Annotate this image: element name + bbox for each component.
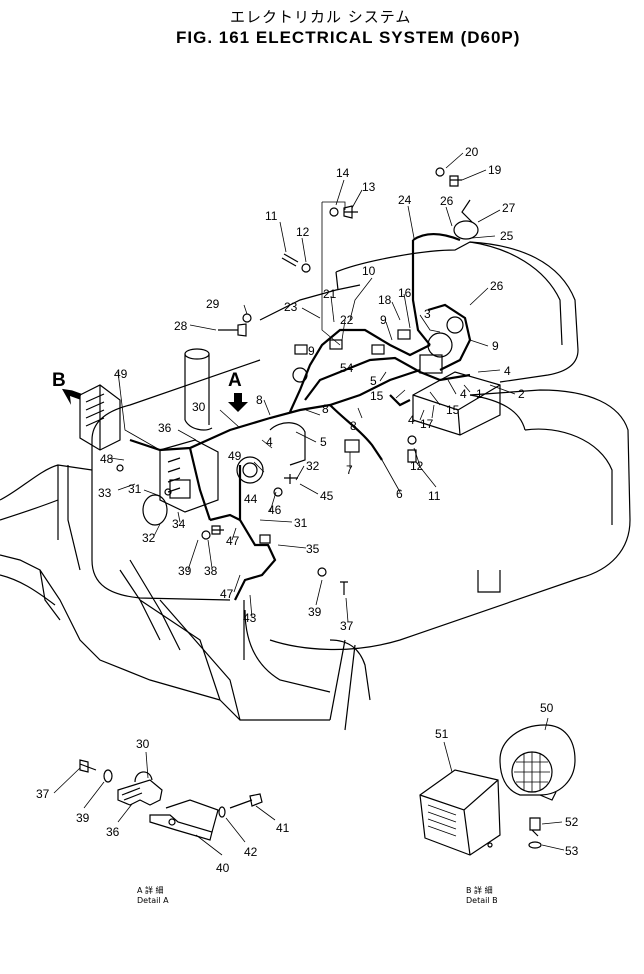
- callout: 22: [340, 313, 354, 327]
- callout: 12: [296, 225, 310, 239]
- callout: 30: [136, 737, 150, 751]
- callout: 9: [380, 313, 387, 327]
- callout: 39: [308, 605, 322, 619]
- callout: 37: [36, 787, 50, 801]
- callout: 31: [128, 482, 142, 496]
- detail-b-caption: Detail B: [466, 896, 498, 905]
- callout: 9: [492, 339, 499, 353]
- callout: 21: [323, 287, 337, 301]
- callout: 6: [396, 487, 403, 501]
- callout: 50: [540, 701, 554, 715]
- callout: 43: [243, 611, 257, 625]
- title-japanese: エレクトリカル システム: [230, 8, 411, 26]
- harness-connectors: [169, 316, 464, 544]
- battery-box: [412, 371, 501, 436]
- callout: 39: [76, 811, 90, 825]
- callout: 32: [306, 459, 320, 473]
- machine-body-outline: [0, 241, 631, 731]
- callout: 37: [340, 619, 354, 633]
- callout: 3: [424, 307, 431, 321]
- callout: 11: [428, 489, 441, 503]
- callout: 9: [308, 344, 315, 358]
- callout: 4: [460, 387, 467, 401]
- wiring-harness: [129, 232, 472, 601]
- callout: 15: [370, 389, 384, 403]
- callout: 38: [204, 564, 218, 578]
- view-label-a: A: [228, 370, 242, 391]
- rear-lamp-assembly: [79, 384, 219, 526]
- callout: 4: [266, 435, 273, 449]
- callout: 31: [294, 516, 308, 530]
- callout: 1: [476, 387, 483, 401]
- detail-a: 37 39 30 36 40 42 41 A 詳 細 Detail A: [36, 737, 290, 905]
- callout: 51: [435, 727, 449, 741]
- callout: 32: [142, 531, 156, 545]
- view-arrow-b: B: [52, 370, 82, 405]
- callout: 2: [518, 387, 525, 401]
- callout: 44: [244, 492, 258, 506]
- callout: 34: [172, 517, 186, 531]
- callout: 41: [276, 821, 290, 835]
- callout: 46: [268, 503, 282, 517]
- callout: 53: [565, 844, 579, 858]
- callout: 10: [362, 264, 376, 278]
- callout: 27: [502, 201, 516, 215]
- figure-title: FIG. 161 ELECTRICAL SYSTEM (D60P): [176, 28, 520, 47]
- callout: 48: [100, 452, 114, 466]
- detail-b-caption-jp: B 詳 細: [466, 885, 493, 895]
- callout: 25: [500, 229, 514, 243]
- callout: 12: [410, 459, 424, 473]
- callout: 11: [265, 209, 278, 223]
- callout: 7: [346, 463, 353, 477]
- callout: 15: [446, 403, 460, 417]
- callout: 14: [336, 166, 350, 180]
- callout-labels-main: 20 19 26 27 24 25 14 13 11 12 10 29 28 2…: [98, 145, 525, 633]
- fasteners: [116, 167, 479, 595]
- view-arrow-a: A: [228, 370, 248, 412]
- callout: 39: [178, 564, 192, 578]
- callout: 42: [244, 845, 258, 859]
- callout: 5: [370, 374, 377, 388]
- detail-a-caption-jp: A 詳 細: [137, 885, 164, 895]
- callout: 4: [504, 364, 511, 378]
- callout: 8: [350, 419, 357, 433]
- callout: 20: [465, 145, 479, 159]
- callout: 24: [398, 193, 412, 207]
- callout: 36: [106, 825, 120, 839]
- callout: 49: [114, 367, 128, 381]
- view-label-b: B: [52, 370, 66, 391]
- callout: 36: [158, 421, 172, 435]
- callout: 28: [174, 319, 188, 333]
- callout: 19: [488, 163, 502, 177]
- callout: 23: [284, 300, 298, 314]
- callout: 4: [408, 413, 415, 427]
- detail-a-caption: Detail A: [137, 896, 169, 905]
- callout: 5: [320, 435, 327, 449]
- callout: 30: [192, 400, 206, 414]
- callout: 17: [420, 417, 434, 431]
- callout: 47: [226, 534, 240, 548]
- callout: 52: [565, 815, 579, 829]
- callout: 26: [440, 194, 454, 208]
- callout: 49: [228, 449, 242, 463]
- callout: 45: [320, 489, 334, 503]
- leader-lines: [109, 152, 516, 623]
- callout: 29: [206, 297, 220, 311]
- callout: 8: [256, 393, 263, 407]
- callout: 13: [362, 180, 376, 194]
- callout: 47: [220, 587, 234, 601]
- callout: 16: [398, 286, 412, 300]
- detail-b: 50 51 52 53 B 詳 細 Detail B: [419, 701, 579, 905]
- callout: 33: [98, 486, 112, 500]
- callout: 26: [490, 279, 504, 293]
- callout: 40: [216, 861, 230, 875]
- callout: 54: [340, 361, 354, 375]
- callout: 8: [322, 402, 329, 416]
- callout: 35: [306, 542, 320, 556]
- callout: 18: [378, 293, 392, 307]
- exhaust-stack: [184, 348, 213, 431]
